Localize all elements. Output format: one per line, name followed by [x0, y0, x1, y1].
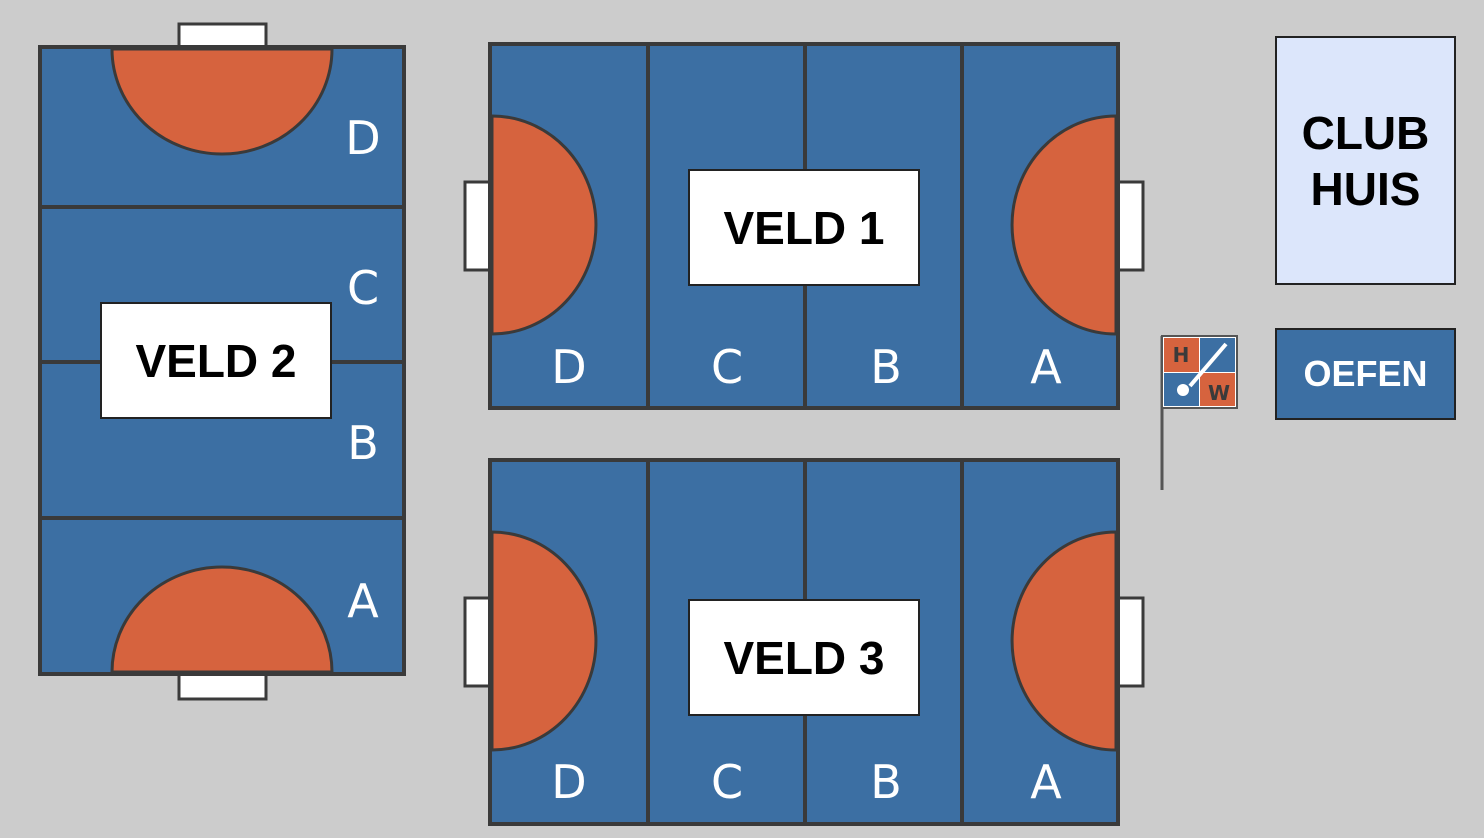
hockey-stick-icon	[1188, 342, 1228, 388]
oefen-label: OEFEN	[1303, 353, 1428, 394]
veld-2-zone-b: B	[347, 416, 379, 470]
veld-2-zone-c: C	[347, 261, 379, 315]
flag-quadrant-tl	[1164, 338, 1199, 372]
veld-2-label[interactable]: VELD 2	[100, 302, 332, 419]
veld-1-circle-right	[1010, 114, 1118, 336]
clubhouse-line-1: CLUB	[1301, 106, 1430, 159]
veld-1-goal-left	[463, 180, 494, 272]
oefen-field-box[interactable]: OEFEN	[1275, 328, 1456, 420]
flag-quadrant-br	[1200, 373, 1235, 406]
clubhouse-box[interactable]: CLUB HUIS	[1275, 36, 1456, 285]
veld-2-zone-a: A	[347, 574, 379, 628]
veld-3-goal-left	[463, 596, 494, 688]
veld-3-goal-right	[1114, 596, 1145, 688]
veld-3-zone-b: B	[870, 755, 902, 809]
clubhouse-line-2: HUIS	[1310, 162, 1421, 215]
veld-3-zone-d: D	[551, 755, 586, 809]
veld-1-zone-b: B	[870, 340, 902, 394]
veld-3-circle-right	[1010, 530, 1118, 752]
veld-1-zone-c: C	[711, 340, 743, 394]
veld-1-zone-d: D	[551, 340, 586, 394]
veld-1-goal-right	[1114, 180, 1145, 272]
veld-3-zone-a: A	[1030, 755, 1062, 809]
flag-letter-bottom: W	[1208, 381, 1230, 405]
hockey-ball-icon	[1177, 384, 1189, 396]
flag-letter-top: H	[1173, 343, 1190, 367]
veld-3-zone-c: C	[711, 755, 743, 809]
veld-2-circle-bottom	[110, 565, 334, 674]
club-flag-icon: H W	[1160, 335, 1238, 490]
veld-1-zone-a: A	[1030, 340, 1062, 394]
veld-1-label[interactable]: VELD 1	[688, 169, 920, 286]
veld-3-circle-left	[490, 530, 598, 752]
veld-2-goal-bottom	[177, 671, 268, 701]
veld-2-zone-d: D	[345, 111, 380, 165]
veld-3-label[interactable]: VELD 3	[688, 599, 920, 716]
veld-1-circle-left	[490, 114, 598, 336]
veld-2-circle-top	[110, 47, 334, 156]
